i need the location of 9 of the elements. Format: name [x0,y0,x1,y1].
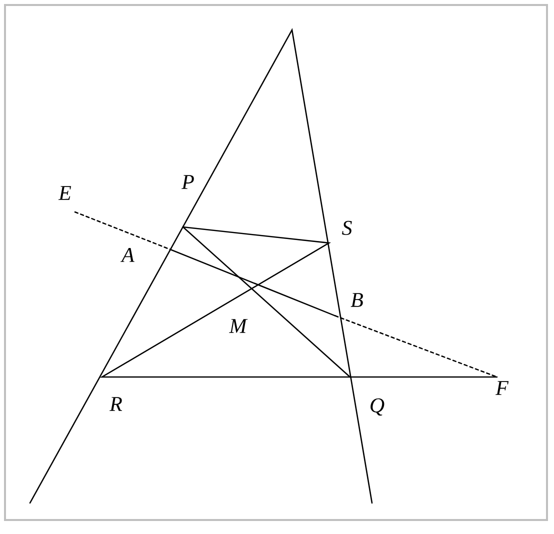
point-label: R [109,397,122,411]
point-label: F [495,381,509,395]
point-label: S [342,220,352,236]
point-label: P [181,175,194,189]
point-label: B [350,293,363,307]
point-label: E [58,186,72,200]
point-label: A [120,248,134,262]
point-label: M [229,319,248,333]
point-label: Q [370,398,384,416]
